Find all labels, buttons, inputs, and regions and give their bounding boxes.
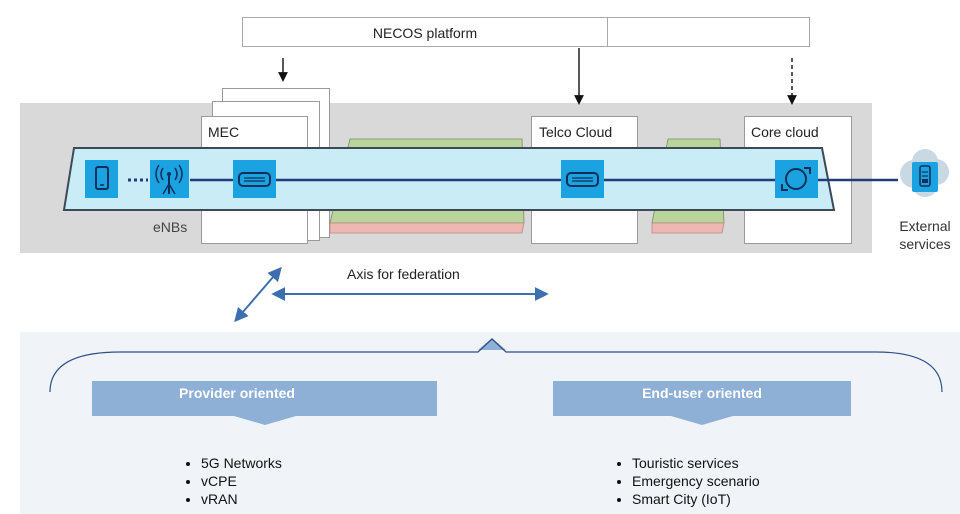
federation-arrow-diagonal — [234, 266, 282, 323]
phone-icon — [85, 160, 118, 198]
necos-platform-label: NECOS platform — [372, 25, 478, 41]
list-item: Touristic services — [632, 454, 760, 472]
list-item: Smart City (IoT) — [632, 490, 760, 508]
telco-server-icon — [561, 160, 604, 198]
enduser-oriented-title: End-user oriented — [642, 385, 762, 401]
list-item: vCPE — [201, 472, 282, 490]
core-cloud-label: Core cloud — [751, 124, 819, 140]
provider-use-case-list: 5G Networks vCPE vRAN — [183, 454, 282, 508]
necos-platform-divider — [607, 18, 608, 46]
slice-pink-2 — [651, 222, 725, 234]
use-case-band — [20, 332, 960, 514]
bracket-curve — [49, 338, 943, 393]
external-cloud-icon — [900, 149, 949, 197]
enduser-header-shape — [553, 381, 851, 425]
necos-platform-bar: NECOS platform — [242, 17, 810, 47]
external-services-label: External services — [899, 218, 951, 252]
telco-cloud-label: Telco Cloud — [539, 124, 613, 140]
core-router-icon — [775, 160, 818, 198]
antenna-icon — [150, 160, 189, 198]
mec-server-icon — [233, 160, 276, 198]
bracket-peak — [478, 338, 506, 350]
slice-pink-1 — [329, 222, 525, 234]
provider-header-shape — [92, 381, 437, 425]
list-item: vRAN — [201, 490, 282, 508]
enbs-label: eNBs — [153, 219, 188, 235]
list-item: 5G Networks — [201, 454, 282, 472]
federation-label: Axis for federation — [347, 266, 460, 282]
enduser-use-case-list: Touristic services Emergency scenario Sm… — [614, 454, 760, 508]
list-item: Emergency scenario — [632, 472, 760, 490]
mec-label: MEC — [208, 124, 240, 140]
provider-oriented-title: Provider oriented — [179, 385, 295, 401]
